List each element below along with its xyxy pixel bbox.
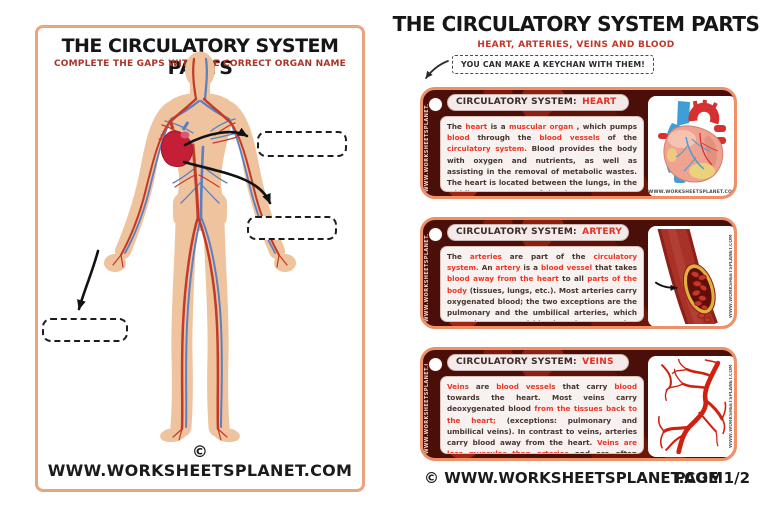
human-body-diagram bbox=[77, 51, 296, 443]
card-header: CIRCULATORY SYSTEM: VEINS bbox=[447, 354, 629, 371]
answer-blank-heart[interactable] bbox=[257, 131, 347, 157]
answer-blank-vein[interactable] bbox=[42, 318, 128, 342]
heart-illustration: WWW.WORKSHEETSPLANET.COM bbox=[648, 96, 737, 196]
veins-drawing bbox=[658, 359, 727, 454]
card-artery: WWW.WORKSHEETSPLANET.COM CIRCULATORY SYS… bbox=[420, 217, 737, 329]
card-body-text: The arteries are part of the circulatory… bbox=[440, 246, 644, 322]
footer-url: © WWW.WORKSHEETSPLANET.COM bbox=[424, 469, 723, 487]
artery-illustration: WWW.WORKSHEETSPLANET.COM bbox=[648, 226, 734, 326]
page-title: THE CIRCULATORY SYSTEM PARTS bbox=[392, 12, 760, 36]
watermark-vertical: WWW.WORKSHEETSPLANET.COM bbox=[424, 104, 430, 192]
image-caption: WWW.WORKSHEETSPLANET.COM bbox=[729, 234, 734, 319]
worksheet-page-right: THE CIRCULATORY SYSTEM PARTS HEART, ARTE… bbox=[384, 0, 768, 512]
answer-blank-artery[interactable] bbox=[247, 216, 337, 240]
worksheet-page-left: THE CIRCULATORY SYSTEM PARTS COMPLETE TH… bbox=[35, 25, 365, 492]
keychain-hole-icon bbox=[429, 228, 442, 241]
page-subtitle: HEART, ARTERIES, VEINS AND BLOOD bbox=[477, 40, 675, 50]
card-header: CIRCULATORY SYSTEM: HEART bbox=[447, 94, 629, 111]
keychain-hole-icon bbox=[429, 358, 442, 371]
watermark-vertical: WWW.WORKSHEETSPLANET.COM bbox=[424, 364, 430, 454]
card-header-prefix: CIRCULATORY SYSTEM: bbox=[456, 97, 577, 107]
card-heart: WWW.WORKSHEETSPLANET.COM CIRCULATORY SYS… bbox=[420, 87, 737, 199]
page-indicator: PAGE 1/2 bbox=[674, 469, 750, 487]
card-header-organ: ARTERY bbox=[582, 227, 623, 237]
card-header-organ: VEINS bbox=[582, 357, 614, 367]
image-caption: WWW.WORKSHEETSPLANET.COM bbox=[648, 190, 737, 195]
artery-drawing bbox=[654, 229, 718, 324]
footer-url: © WWW.WORKSHEETSPLANET.COM bbox=[47, 442, 353, 480]
veins-illustration: WWW.WORKSHEETSPLANET.COM bbox=[648, 356, 734, 457]
heart-drawing bbox=[658, 99, 726, 183]
keychain-hole-icon bbox=[429, 98, 442, 111]
card-header-prefix: CIRCULATORY SYSTEM: bbox=[456, 357, 577, 367]
card-header-prefix: CIRCULATORY SYSTEM: bbox=[456, 227, 577, 237]
keychain-note: YOU CAN MAKE A KEYCHAN WITH THEM! bbox=[452, 55, 655, 74]
watermark-vertical: WWW.WORKSHEETSPLANET.COM bbox=[424, 234, 430, 322]
card-header: CIRCULATORY SYSTEM: ARTERY bbox=[447, 224, 629, 241]
card-veins: WWW.WORKSHEETSPLANET.COM CIRCULATORY SYS… bbox=[420, 347, 737, 461]
annotation-arrows bbox=[77, 127, 272, 311]
curved-arrow-icon bbox=[425, 60, 449, 79]
heart-organ bbox=[160, 119, 193, 167]
card-body-text: The heart is a muscular organ , which pu… bbox=[440, 116, 644, 192]
image-caption: WWW.WORKSHEETSPLANET.COM bbox=[729, 364, 734, 449]
card-body-text: Veins are blood vessels that carry blood… bbox=[440, 376, 644, 454]
card-header-organ: HEART bbox=[582, 97, 617, 107]
